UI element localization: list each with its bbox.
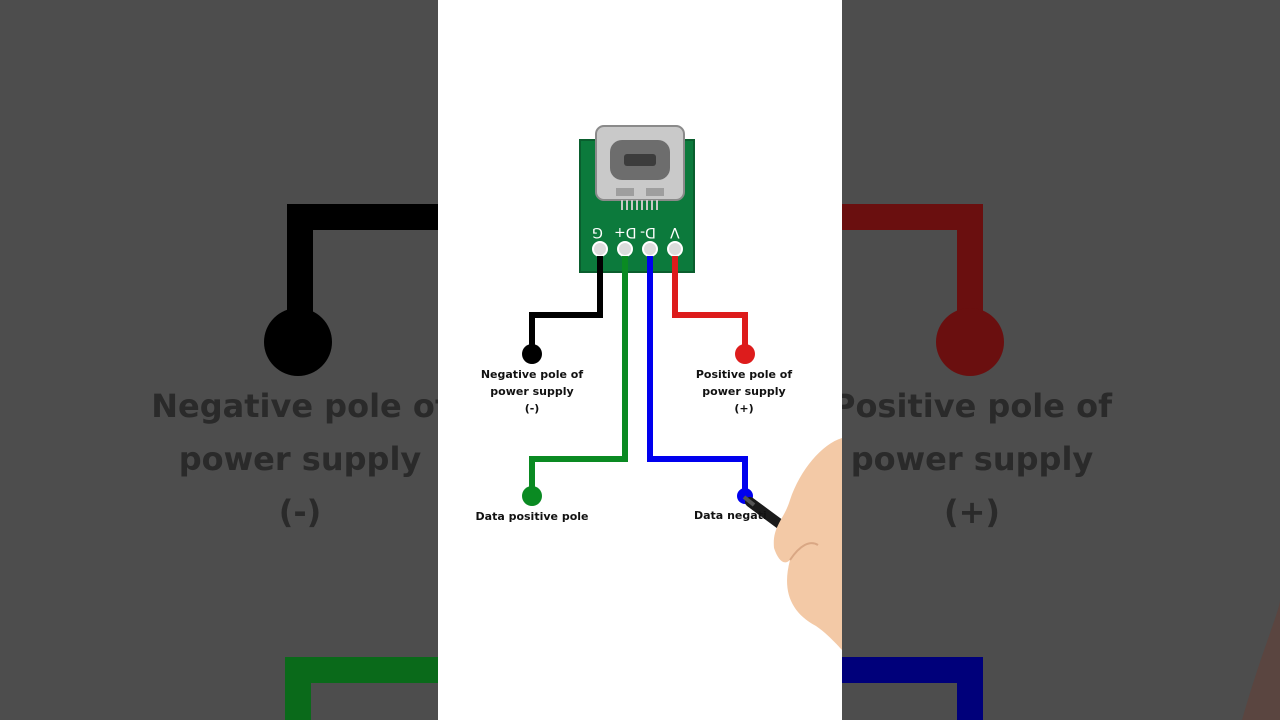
background-red-terminal xyxy=(936,308,1004,376)
vcc-terminal xyxy=(735,344,755,364)
hand-knuckle-line xyxy=(789,542,819,561)
positive-pole-line-2: power supply xyxy=(702,385,786,398)
negative-pole-line-1: Negative pole of xyxy=(480,368,584,381)
hand-with-marker xyxy=(742,438,842,650)
gnd-terminal xyxy=(522,344,542,364)
dplus-wire xyxy=(529,256,628,494)
positive-pole-line-1: Positive pole of xyxy=(695,368,793,381)
background-green-wire xyxy=(285,657,438,720)
dplus-terminal xyxy=(522,486,542,506)
pin-label-vcc: V xyxy=(670,224,680,240)
background-right-panel: Positive pole of power supply (+) xyxy=(842,0,1280,720)
background-left-wires xyxy=(264,204,438,720)
data-negative-label: Data negati xyxy=(694,509,767,522)
pad-dminus xyxy=(642,241,658,257)
background-black-terminal xyxy=(264,308,332,376)
positive-pole-label: Positive pole of power supply (+) xyxy=(684,366,804,417)
pad-gnd xyxy=(592,241,608,257)
connector-tab-right xyxy=(646,188,664,196)
gnd-wire xyxy=(529,256,603,352)
usb-c-tongue xyxy=(624,154,656,166)
negative-pole-line-2: power supply xyxy=(490,385,574,398)
background-negative-line-1: Negative pole of xyxy=(151,387,438,425)
background-blue-wire xyxy=(842,657,983,720)
pin-label-gnd: G xyxy=(592,224,603,240)
wiring-diagram-frame: G D+ D- V Negative pole of power supply … xyxy=(438,0,842,720)
pad-dplus xyxy=(617,241,633,257)
marker-tip xyxy=(742,495,756,507)
pin-label-dplus: D+ xyxy=(614,224,637,240)
background-red-wire xyxy=(842,204,983,340)
background-left-panel: Negative pole of power supply (-) xyxy=(0,0,438,720)
positive-pole-line-3: (+) xyxy=(734,402,754,415)
background-negative-text: Negative pole of power supply (-) xyxy=(150,380,438,539)
pin-label-dminus: D- xyxy=(640,224,656,240)
background-positive-text: Positive pole of power supply (+) xyxy=(842,380,1117,539)
pcb-contact-pins xyxy=(621,200,658,210)
negative-pole-line-3: (-) xyxy=(524,402,540,415)
background-positive-line-3: (+) xyxy=(943,493,1001,531)
background-positive-line-2: power supply xyxy=(850,440,1094,478)
connector-tab-left xyxy=(616,188,634,196)
negative-pole-label: Negative pole of power supply (-) xyxy=(472,366,592,417)
background-negative-line-2: power supply xyxy=(178,440,422,478)
wiring-diagram xyxy=(522,125,842,650)
background-black-wire xyxy=(287,204,438,340)
data-positive-label: Data positive pole xyxy=(475,510,589,523)
vcc-wire xyxy=(672,256,748,352)
background-positive-line-1: Positive pole of xyxy=(842,387,1113,425)
background-right-wires xyxy=(842,204,1280,720)
pad-vcc xyxy=(667,241,683,257)
dminus-wire xyxy=(647,256,748,494)
background-negative-line-3: (-) xyxy=(278,493,322,531)
background-hand-shape xyxy=(1242,600,1280,720)
